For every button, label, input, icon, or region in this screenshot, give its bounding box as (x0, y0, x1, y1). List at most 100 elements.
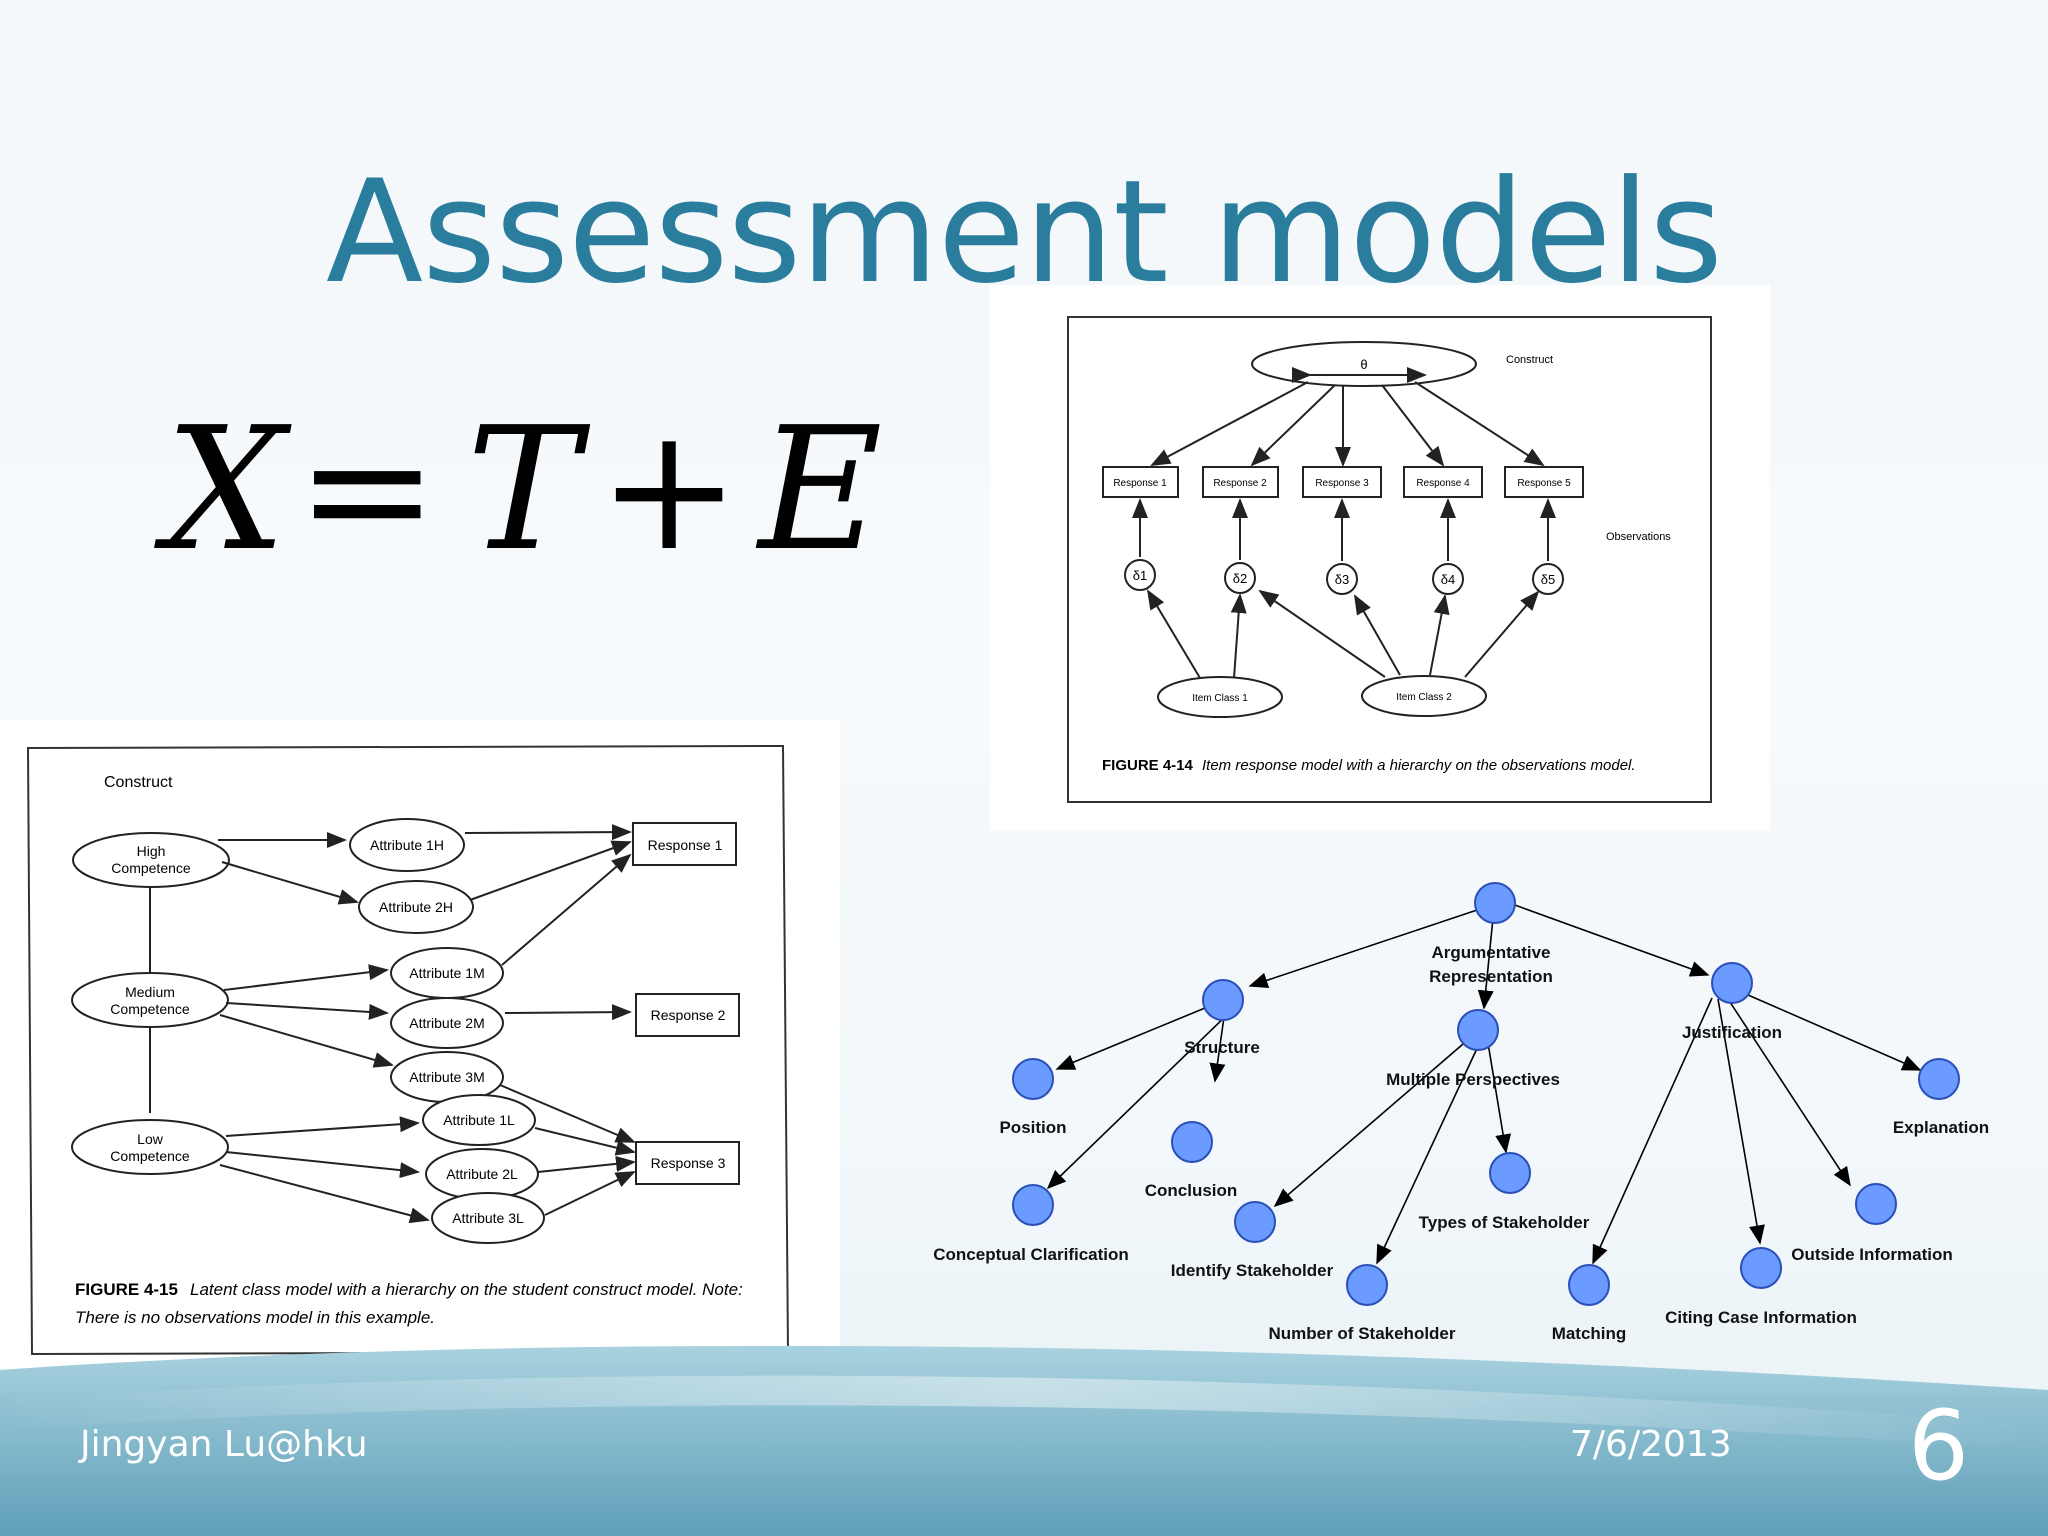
low-competence-line2: Competence (110, 1148, 190, 1164)
response-1-box (632, 822, 737, 866)
root-node (1474, 882, 1516, 924)
delta-label-3: δ3 (1335, 572, 1349, 587)
response-label-2: Response 2 (1213, 478, 1267, 489)
root-label-line2: Representation (1429, 967, 1553, 986)
attribute-3m-label: Attribute 3M (409, 1069, 484, 1085)
delta-label-5: δ5 (1541, 572, 1555, 587)
slide-number: 6 (1908, 1390, 1970, 1502)
explanation-node (1918, 1058, 1960, 1100)
low-competence-line1: Low (137, 1131, 164, 1147)
outside-information-node (1855, 1183, 1897, 1225)
caption-line2: There is no observations model in this e… (75, 1308, 435, 1327)
delta-circle-3 (1326, 563, 1358, 595)
position-label: Position (999, 1118, 1066, 1137)
delta-circle-5 (1532, 563, 1564, 595)
figure-frame (1067, 316, 1712, 803)
structure-label: Structure (1184, 1038, 1260, 1057)
construct-label: Construct (104, 774, 173, 791)
tree-edges (1046, 903, 1922, 1265)
delta-circle-1 (1124, 559, 1156, 591)
attribute-2m-ellipse (390, 997, 504, 1049)
response-3-box (635, 1141, 740, 1185)
delta-label-1: δ1 (1133, 568, 1147, 583)
attribute-1l-label: Attribute 1L (443, 1112, 515, 1128)
item-class-1-ellipse (1157, 676, 1283, 718)
attribute-3l-ellipse (431, 1192, 545, 1244)
attribute-2h-ellipse (358, 880, 474, 934)
argumentation-tree-diagram: Argumentative Representation Structure M… (933, 882, 1989, 1343)
caption-text: Item response model with a hierarchy on … (1202, 757, 1636, 774)
response-boxes: Response 1 Response 2 Response 3 (632, 822, 740, 1185)
figure-4-15: Construct High Competence Medium Compete… (0, 720, 840, 1372)
delta-label-4: δ4 (1441, 572, 1455, 587)
attribute-1h-label: Attribute 1H (370, 837, 444, 853)
conclusion-node (1171, 1121, 1213, 1163)
position-node (1012, 1058, 1054, 1100)
justification-node (1711, 962, 1753, 1004)
response-label-4: Response 4 (1416, 478, 1470, 489)
footer-author: Jingyan Lu@hku (80, 1424, 368, 1465)
matching-label: Matching (1552, 1324, 1627, 1343)
multiple-perspectives-node (1457, 1009, 1499, 1051)
item-class-1-label: Item Class 1 (1192, 693, 1248, 704)
citing-case-information-label: Citing Case Information (1665, 1308, 1857, 1327)
high-competence-line2: Competence (111, 860, 191, 876)
caption-line1: Latent class model with a hierarchy on t… (190, 1280, 743, 1299)
delta-circle-4 (1432, 563, 1464, 595)
conceptual-clarification-node (1012, 1184, 1054, 1226)
attribute-arrows (464, 824, 636, 1216)
delta-arrows (1132, 498, 1556, 561)
equation-equals: = (296, 391, 439, 589)
conceptual-clarification-label: Conceptual Clarification (933, 1245, 1129, 1264)
attribute-1m-label: Attribute 1M (409, 965, 484, 981)
response-box-4 (1403, 466, 1483, 498)
identify-stakeholder-node (1234, 1201, 1276, 1243)
figure-4-15-diagram: Construct High Competence Medium Compete… (26, 744, 790, 1356)
attribute-2m-label: Attribute 2M (409, 1015, 484, 1031)
footer-wave (0, 1345, 2048, 1536)
root-label-line1: Argumentative (1431, 943, 1550, 962)
tree-nodes (1012, 882, 1960, 1306)
observations-label: Observations (1606, 531, 1671, 543)
matching-node (1568, 1264, 1610, 1306)
attribute-1h-ellipse (349, 818, 465, 872)
outside-information-label: Outside Information (1791, 1245, 1953, 1264)
equation: X=T+E (165, 405, 882, 575)
construct-arrows (1150, 381, 1545, 467)
medium-competence-line2: Competence (110, 1001, 190, 1017)
medium-competence-ellipse (71, 972, 229, 1028)
attribute-2l-label: Attribute 2L (446, 1166, 518, 1182)
response-boxes: Response 1 Response 2 Response 3 Respons… (1102, 466, 1584, 498)
low-competence-ellipse (71, 1119, 229, 1175)
response-2-box (635, 993, 740, 1037)
explanation-label: Explanation (1893, 1118, 1989, 1137)
response-2-label: Response 2 (651, 1007, 726, 1023)
number-of-stakeholder-node (1346, 1264, 1388, 1306)
attribute-3l-label: Attribute 3L (452, 1210, 524, 1226)
tree-labels: Argumentative Representation Structure M… (933, 943, 1989, 1343)
equation-x: X (165, 391, 287, 589)
high-competence-line1: High (137, 843, 166, 859)
response-box-2 (1202, 466, 1279, 498)
medium-competence-line1: Medium (125, 984, 175, 1000)
response-box-3 (1302, 466, 1382, 498)
response-label-5: Response 5 (1517, 478, 1571, 489)
response-box-5 (1504, 466, 1584, 498)
response-label-3: Response 3 (1315, 478, 1369, 489)
item-class-2-label: Item Class 2 (1396, 692, 1452, 703)
argumentation-tree: Argumentative Representation Structure M… (900, 860, 2040, 1360)
delta-nodes: δ1 δ2 δ3 δ4 δ5 (1124, 559, 1564, 595)
figure-4-14: θ Construct Response 1 Response 2 Respon… (990, 285, 1770, 830)
response-1-label: Response 1 (648, 837, 723, 853)
attribute-2h-label: Attribute 2H (379, 899, 453, 915)
construct-label: Construct (1506, 354, 1553, 366)
types-of-stakeholder-node (1489, 1152, 1531, 1194)
conclusion-label: Conclusion (1145, 1181, 1238, 1200)
figure-4-14-diagram: θ Construct Response 1 Response 2 Respon… (1067, 316, 1712, 803)
attribute-1l-ellipse (422, 1094, 536, 1146)
types-of-stakeholder-label: Types of Stakeholder (1419, 1213, 1590, 1232)
item-class-2-ellipse (1361, 675, 1487, 717)
footer-date: 7/6/2013 (1570, 1424, 1732, 1465)
citing-case-information-node (1740, 1247, 1782, 1289)
